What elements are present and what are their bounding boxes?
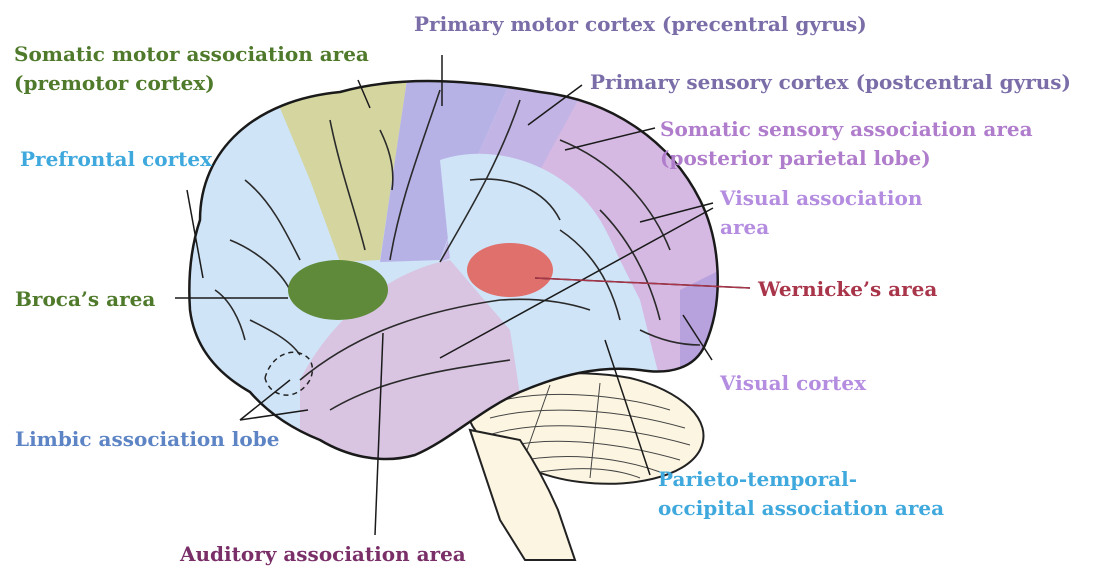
label-wernicke: Wernicke’s area [758,275,937,304]
label-prefrontal: Prefrontal cortex [20,145,212,174]
label-parieto-temporal-line2: occipital association area [658,494,944,523]
label-parieto-temporal-line1: Parieto-temporal- [658,465,944,494]
label-primary-sensory: Primary sensory cortex (postcentral gyru… [590,68,1071,97]
label-parieto-temporal: Parieto-temporal- occipital association … [658,465,944,523]
label-motor-association-line2: (premotor cortex) [14,69,369,98]
wernicke-area [467,243,553,297]
label-visual-association: Visual association area [720,184,922,242]
label-broca: Broca’s area [15,285,155,314]
label-primary-motor: Primary motor cortex (precentral gyrus) [414,10,867,39]
broca-area [288,260,388,320]
label-sensory-association: Somatic sensory association area (poster… [660,115,1033,173]
label-sensory-association-line1: Somatic sensory association area [660,115,1033,144]
label-limbic: Limbic association lobe [15,425,279,454]
label-visual-association-line2: area [720,213,922,242]
label-visual-association-line1: Visual association [720,184,922,213]
label-sensory-association-line2: (posterior parietal lobe) [660,144,1033,173]
label-motor-association-line1: Somatic motor association area [14,40,369,69]
label-auditory: Auditory association area [180,540,466,569]
label-motor-association: Somatic motor association area (premotor… [14,40,369,98]
label-visual-cortex: Visual cortex [720,369,866,398]
